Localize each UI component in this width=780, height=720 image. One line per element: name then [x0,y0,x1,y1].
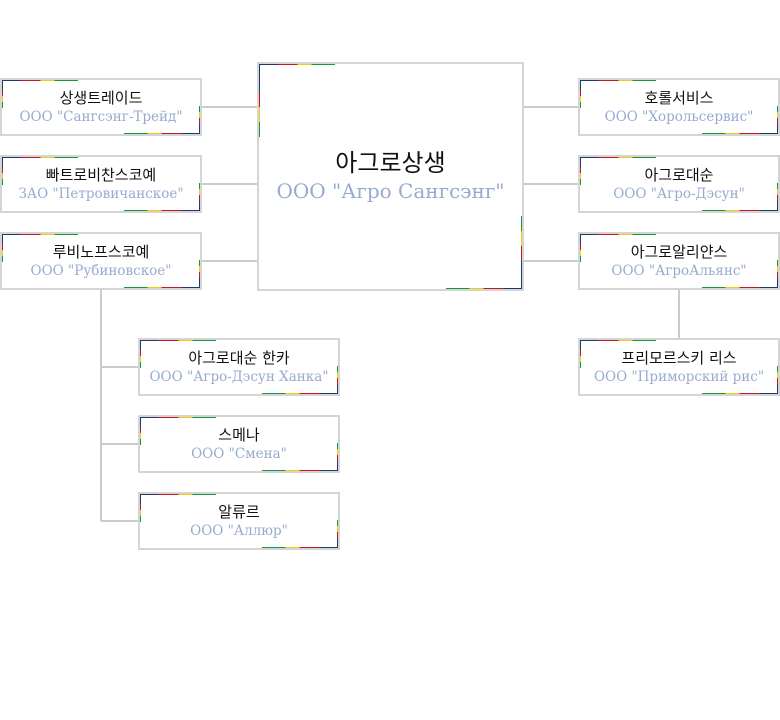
node-main: 아그로상생 ООО "Агро Сангсэнг" [257,62,524,291]
accent-stripe [777,260,778,288]
accent-stripe [262,393,338,394]
accent-stripe [521,216,522,289]
accent-stripe [262,470,338,471]
accent-stripe [2,157,3,185]
node-russian-name: ООО "Хорольсервис" [604,109,754,125]
accent-stripe [124,210,200,211]
accent-stripe [2,157,78,158]
accent-stripe [337,520,338,548]
node-korean-name: 빠트로비찬스코예 [45,166,157,184]
accent-stripe [124,133,200,134]
accent-stripe [140,417,141,445]
node-sub-left-1: 아그로대순 한카 ООО "Агро-Дэсун Ханка" [138,338,340,396]
accent-stripe [262,547,338,548]
node-russian-name: ООО "Аллюр" [190,523,288,539]
accent-stripe [199,106,200,134]
node-korean-name: 프리모르스키 리스 [621,349,737,367]
accent-stripe [337,366,338,394]
accent-stripe [702,287,778,288]
accent-stripe [2,234,3,262]
node-left-2: 빠트로비찬스코예 ЗАО "Петровичанское" [0,155,202,213]
accent-stripe [580,157,656,158]
node-russian-name: ООО "Приморский рис" [593,369,765,385]
node-korean-name: 아그로대순 한카 [188,349,290,367]
accent-stripe [777,183,778,211]
node-left-1: 상생트레이드 ООО "Сангсэнг-Трейд" [0,78,202,136]
node-sub-left-2: 스메나 ООО "Смена" [138,415,340,473]
accent-stripe [2,234,78,235]
accent-stripe [124,287,200,288]
accent-stripe [777,366,778,394]
accent-stripe [140,340,141,368]
node-russian-name: ООО "Агро Сангсэнг" [276,179,505,203]
accent-stripe [580,80,656,81]
accent-stripe [199,183,200,211]
node-russian-name: ООО "Сангсэнг-Трейд" [19,109,183,125]
node-right-3: 아그로알리얀스 ООО "АгроАльянс" [578,232,780,290]
accent-stripe [580,234,581,262]
accent-stripe [2,80,3,108]
node-korean-name: 아그로상생 [335,149,446,177]
node-korean-name: 아그로알리얀스 [630,243,728,261]
node-korean-name: 아그로대순 [644,166,714,184]
node-russian-name: ООО "АгроАльянс" [611,263,747,279]
accent-stripe [777,106,778,134]
node-left-3: 루비노프스코예 ООО "Рубиновское" [0,232,202,290]
node-korean-name: 스메나 [218,426,260,444]
accent-stripe [140,494,216,495]
accent-stripe [446,288,522,289]
node-korean-name: 알류르 [218,503,260,521]
accent-stripe [259,64,260,137]
node-korean-name: 루비노프스코예 [52,243,150,261]
node-sub-left-3: 알류르 ООО "Аллюр" [138,492,340,550]
accent-stripe [140,494,141,522]
accent-stripe [199,260,200,288]
accent-stripe [580,340,581,368]
accent-stripe [580,340,656,341]
accent-stripe [580,80,581,108]
node-right-2: 아그로대순 ООО "Агро-Дэсун" [578,155,780,213]
node-russian-name: ООО "Смена" [191,446,287,462]
accent-stripe [702,393,778,394]
accent-stripe [337,443,338,471]
node-right-1: 호롤서비스 ООО "Хорольсервис" [578,78,780,136]
accent-stripe [140,417,216,418]
accent-stripe [702,210,778,211]
accent-stripe [2,80,78,81]
accent-stripe [580,157,581,185]
node-russian-name: ООО "Агро-Дэсун Ханка" [149,369,329,385]
accent-stripe [140,340,216,341]
node-russian-name: ЗАО "Петровичанское" [18,186,184,202]
accent-stripe [702,133,778,134]
node-russian-name: ООО "Рубиновское" [30,263,172,279]
node-sub-right-1: 프리모르스키 리스 ООО "Приморский рис" [578,338,780,396]
node-russian-name: ООО "Агро-Дэсун" [613,186,745,202]
node-korean-name: 상생트레이드 [59,89,143,107]
node-korean-name: 호롤서비스 [644,89,714,107]
accent-stripe [580,234,656,235]
accent-stripe [259,64,335,65]
